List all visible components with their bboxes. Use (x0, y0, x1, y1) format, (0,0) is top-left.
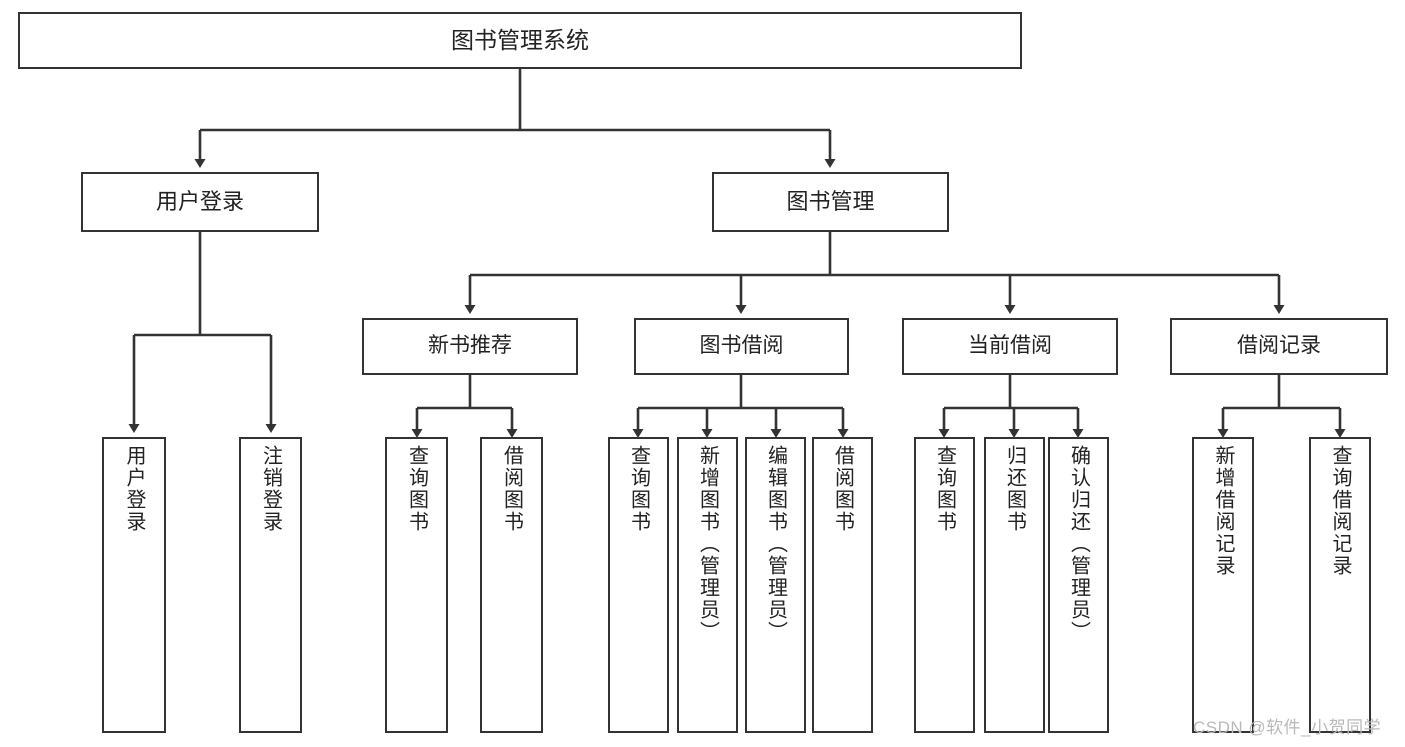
leaf-query-books-new[interactable]: 查询图书 (385, 437, 448, 733)
leaf-query-books-borrow[interactable]: 查询图书 (608, 437, 669, 733)
node-root[interactable]: 图书管理系统 (18, 12, 1022, 69)
leaf-add-borrow-record[interactable]: 新增借阅记录 (1192, 437, 1254, 733)
leaf-label: 注销登录 (259, 445, 282, 533)
leaf-label: 归还图书 (1003, 445, 1026, 533)
leaf-query-books-current[interactable]: 查询图书 (914, 437, 975, 733)
node-book-borrow[interactable]: 图书借阅 (634, 318, 849, 375)
leaf-user-login[interactable]: 用户登录 (102, 437, 166, 733)
node-current-borrow-label: 当前借阅 (968, 334, 1052, 358)
leaf-borrow-books-new[interactable]: 借阅图书 (480, 437, 543, 733)
node-borrow-records[interactable]: 借阅记录 (1170, 318, 1388, 375)
node-user-login-label: 用户登录 (155, 189, 244, 215)
node-book-borrow-label: 图书借阅 (699, 334, 784, 358)
leaf-label: 查询图书 (627, 445, 650, 533)
leaf-label: 编辑图书（管理员） (764, 445, 787, 643)
connector-level3-newbooks-to-leaves (411, 375, 518, 438)
watermark: CSDN @软件_小贺同学 (1193, 718, 1382, 737)
node-book-management[interactable]: 图书管理 (712, 172, 949, 232)
connector-level2-bookmgmt-to-level3 (464, 232, 1285, 314)
node-new-book-recommend-label: 新书推荐 (428, 334, 512, 358)
leaf-label: 确认归还（管理员） (1067, 445, 1090, 643)
leaf-borrow-book[interactable]: 借阅图书 (812, 437, 873, 733)
leaf-label: 借阅图书 (831, 445, 854, 533)
leaf-label: 用户登录 (123, 445, 145, 533)
connector-level3-borrow-to-leaves (632, 375, 849, 438)
leaf-label: 新增图书（管理员） (696, 445, 719, 643)
node-root-label: 图书管理系统 (451, 26, 589, 53)
leaf-label: 新增借阅记录 (1212, 445, 1234, 577)
leaf-edit-book-admin[interactable]: 编辑图书（管理员） (745, 437, 806, 733)
node-new-book-recommend[interactable]: 新书推荐 (362, 318, 578, 375)
leaf-user-logout[interactable]: 注销登录 (239, 437, 302, 733)
leaf-label: 查询图书 (405, 445, 428, 533)
leaf-query-borrow-record[interactable]: 查询借阅记录 (1309, 437, 1371, 733)
node-user-login[interactable]: 用户登录 (81, 172, 319, 232)
connector-level3-records-to-leaves (1217, 375, 1346, 438)
node-current-borrow[interactable]: 当前借阅 (902, 318, 1118, 375)
leaf-label: 查询借阅记录 (1329, 445, 1351, 577)
leaf-return-book[interactable]: 归还图书 (984, 437, 1045, 733)
leaf-label: 查询图书 (933, 445, 956, 533)
connector-root-to-level2 (194, 69, 836, 168)
leaf-confirm-return-admin[interactable]: 确认归还（管理员） (1048, 437, 1109, 733)
connector-level2-userlogin-to-leaves (128, 232, 277, 433)
node-book-management-label: 图书管理 (786, 189, 875, 215)
node-borrow-records-label: 借阅记录 (1237, 334, 1321, 358)
leaf-label: 借阅图书 (500, 445, 523, 533)
connector-level3-current-to-leaves (938, 375, 1084, 438)
leaf-add-book-admin[interactable]: 新增图书（管理员） (677, 437, 738, 733)
